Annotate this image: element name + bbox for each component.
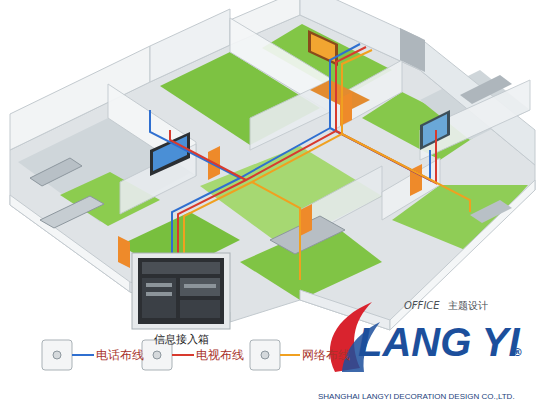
legend-item: 网络布线 <box>280 345 370 365</box>
network-wire <box>342 134 470 212</box>
legend-text: 网络布线 <box>302 347 350 364</box>
box-label: 信息接入箱 <box>130 332 232 347</box>
legend-item: 电视布线 <box>172 345 262 365</box>
floor-base <box>10 15 535 330</box>
cabinet <box>400 28 425 72</box>
sofa <box>30 158 82 186</box>
panel-rack <box>138 258 224 324</box>
panel-frame <box>132 253 230 329</box>
wall <box>420 38 535 165</box>
legend-item: 电话布线 <box>72 345 162 365</box>
socket-port <box>53 351 61 359</box>
panel-port <box>146 292 172 296</box>
panel-port <box>146 283 172 287</box>
sofa <box>40 196 104 228</box>
legend-swatch <box>280 354 300 356</box>
wall <box>382 158 440 220</box>
wall <box>390 180 535 330</box>
panel-module <box>180 300 220 318</box>
painting <box>311 34 335 62</box>
door <box>118 236 130 268</box>
desk <box>470 200 512 223</box>
tv-wire <box>170 130 246 180</box>
socket-port <box>153 351 161 359</box>
logo-office: OFFICE <box>404 300 440 311</box>
tv-wire <box>178 47 366 254</box>
info-box: 信息接入箱 <box>130 251 232 347</box>
panel-module <box>142 278 176 318</box>
wall <box>10 195 130 292</box>
wall <box>150 9 230 82</box>
logo-tagline: 主题设计 <box>448 299 488 313</box>
network-wire <box>184 50 372 254</box>
network-wire <box>252 182 300 280</box>
door <box>410 164 422 196</box>
logo-wordmark: LANG YI <box>358 320 520 365</box>
logo-registered: ® <box>512 346 523 359</box>
painting <box>308 30 338 66</box>
door <box>300 204 312 236</box>
panel-port <box>184 284 216 288</box>
socket <box>42 340 72 370</box>
legend-text: 电话布线 <box>96 347 144 364</box>
phone-wire <box>172 44 360 254</box>
legend-swatch <box>72 354 94 356</box>
legend-swatch <box>172 354 194 356</box>
logo-company: SHANGHAI LANGYI DECORATION DESIGN CO.,LT… <box>318 392 515 401</box>
panel-module <box>142 262 220 274</box>
counter <box>460 75 512 104</box>
legend-text: 电视布线 <box>196 347 244 364</box>
panel-module <box>180 278 220 296</box>
socket <box>250 340 280 370</box>
phone-wire <box>150 110 240 178</box>
socket-port <box>261 351 269 359</box>
